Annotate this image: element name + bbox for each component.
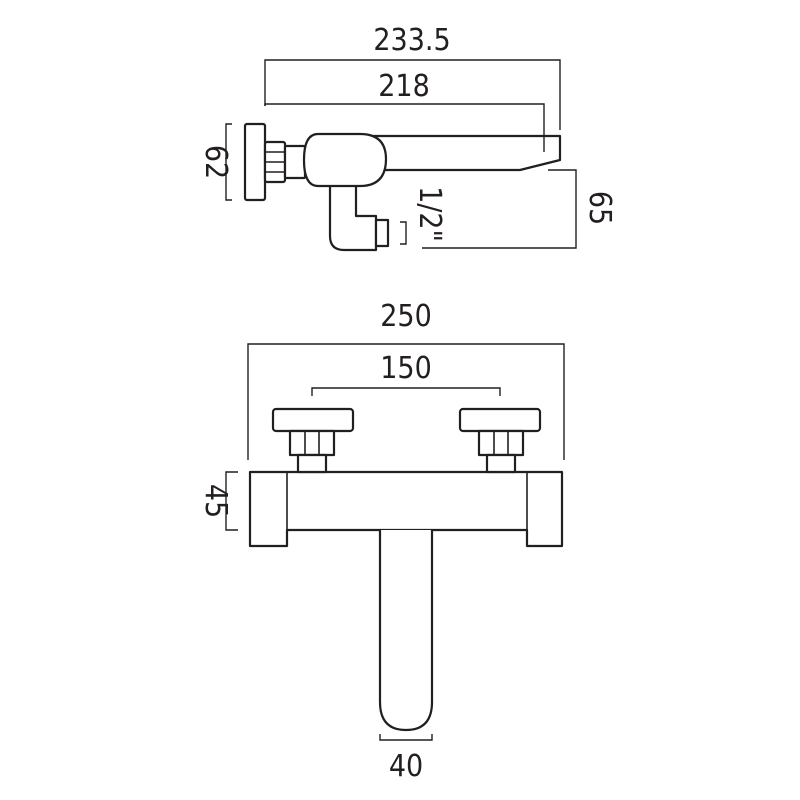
valve-body [302, 132, 388, 188]
dim-line-250 [247, 343, 565, 460]
dim-line-45 [225, 471, 238, 531]
dim-label-half-inch: 1/2" [412, 186, 447, 242]
dim-line-150 [311, 387, 501, 396]
inlet-elbow [328, 174, 378, 252]
dim-label-65: 65 [582, 191, 617, 225]
dim-label-62: 62 [198, 145, 233, 179]
right-inlet [458, 407, 542, 474]
dim-label-45: 45 [198, 484, 233, 518]
spout-front [378, 530, 434, 732]
dim-label-233-5: 233.5 [373, 23, 450, 58]
dim-label-250: 250 [380, 299, 432, 334]
dim-line-half-inch [400, 221, 407, 245]
dim-line-40 [379, 734, 433, 741]
side-view: 233.5 218 62 65 1/2" [198, 23, 617, 252]
dim-line-218 [264, 103, 545, 152]
dim-label-40: 40 [389, 749, 423, 784]
front-view: 250 150 45 40 [198, 299, 565, 784]
dim-line-62 [225, 123, 232, 201]
left-inlet [271, 407, 355, 474]
wall-flange [243, 122, 267, 202]
dim-line-65 [422, 169, 577, 249]
inlet-thread [374, 218, 390, 248]
dim-label-218: 218 [378, 69, 430, 104]
dim-line-233-5 [264, 59, 561, 130]
dim-label-150: 150 [380, 351, 432, 386]
collar [283, 144, 307, 180]
